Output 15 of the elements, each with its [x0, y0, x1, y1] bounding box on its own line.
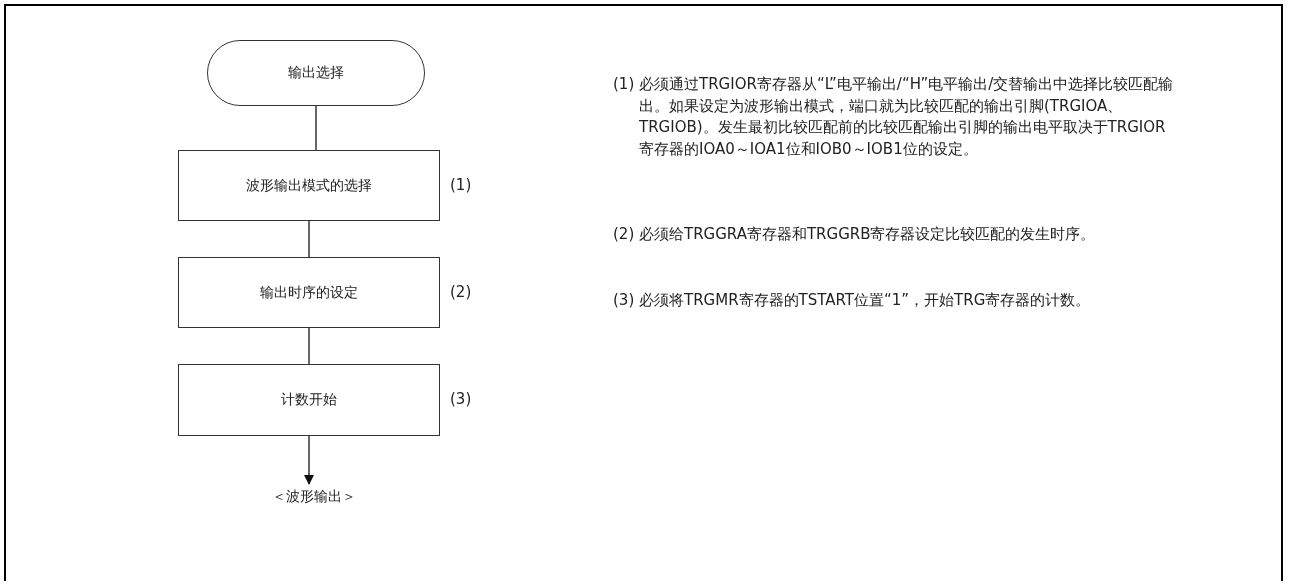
note-text: (3) 必须将TRGMR寄存器的TSTART位置“1”，开始TRG寄存器的计数。	[613, 290, 1092, 311]
connector-line	[308, 220, 310, 258]
arrow	[304, 435, 314, 485]
connector-line	[308, 327, 310, 365]
process-box: 计数开始	[178, 364, 440, 436]
process-box: 波形输出模式的选择	[178, 150, 440, 221]
terminal-box: 输出选择	[207, 40, 425, 106]
step-number: (3)	[450, 390, 472, 408]
note-text: (2) 必须给TRGGRA寄存器和TRGGRB寄存器设定比较匹配的发生时序。	[613, 224, 1097, 245]
process-box: 输出时序的设定	[178, 257, 440, 328]
note-text: (1) 必须通过TRGIOR寄存器从“L”电平输出/“H”电平输出/交替输出中选择比较匹配输出。如果设定为波形输出模式，端口就为比较匹配的输出引脚(TRGIOA、TRGIOB)。发生最初比较匹配前的比较匹配输出引脚的输出电平取决于TRGIOR寄存器的IOA0～IOA1位和IOB0～IOB1位的设定。	[613, 74, 1175, 160]
connector-line	[315, 105, 317, 151]
end-label: ＜波形输出＞	[244, 484, 384, 510]
step-number: (1)	[450, 175, 472, 194]
step-number: (2)	[450, 282, 472, 301]
